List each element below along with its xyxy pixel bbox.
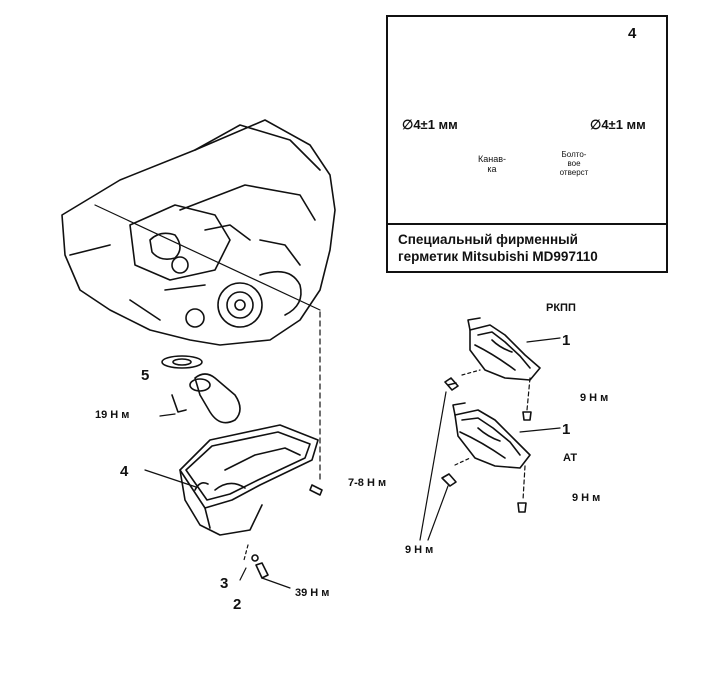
inset-detail-bolt-hole: Болто-вое отверст: [559, 150, 589, 177]
inset-caption: Специальный фирменный герметик Mitsubish…: [398, 231, 663, 265]
inset-bead-size-left: ∅4±1 мм: [402, 117, 458, 132]
inset-bead-size-right: ∅4±1 мм: [590, 117, 646, 132]
torque-7-8: 7-8 Н м: [348, 477, 387, 489]
torque-9-mt: 9 Н м: [580, 392, 609, 404]
callout-5: 5: [141, 367, 150, 384]
callout-1-mt: 1: [562, 332, 571, 349]
torque-9-at: 9 Н м: [572, 492, 601, 504]
torque-9-common: 9 Н м: [405, 544, 434, 556]
inset-divider: [388, 223, 666, 225]
oil-pan: [179, 424, 319, 536]
callout-3: 3: [220, 575, 229, 592]
sealant-inset-panel: Специальный фирменный герметик Mitsubish…: [386, 15, 668, 273]
inset-callout-4: 4: [628, 25, 637, 42]
engine-block: [61, 119, 336, 346]
torque-39: 39 Н м: [295, 587, 330, 599]
transmission-cover-mt: [467, 317, 541, 381]
transmission-cover-at: [452, 402, 531, 469]
callout-2: 2: [233, 596, 242, 613]
inset-detail-groove: Канав-ка: [478, 154, 507, 174]
torque-19: 19 Н м: [95, 409, 130, 421]
oil-strainer: [161, 355, 241, 424]
title-manual-transmission: РКПП: [546, 302, 576, 314]
title-automatic-transmission: АТ: [563, 452, 578, 464]
callout-4: 4: [120, 463, 129, 480]
inset-caption-line-1: Специальный фирменный: [398, 232, 578, 247]
inset-caption-line-2: герметик Mitsubishi MD997110: [398, 249, 598, 264]
callout-1-at: 1: [562, 421, 571, 438]
